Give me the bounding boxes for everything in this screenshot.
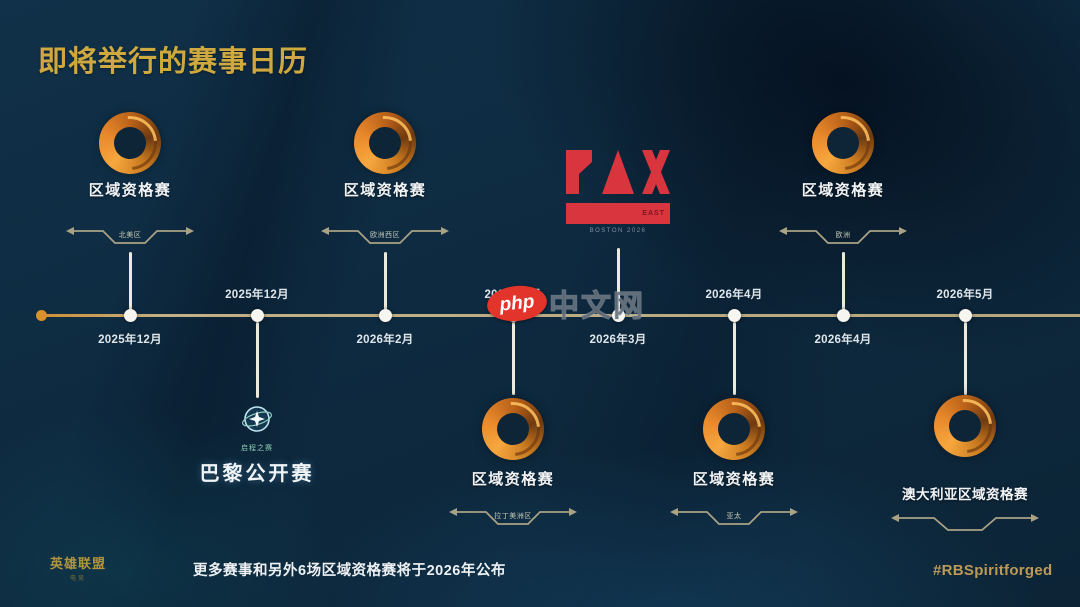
event-region-tag: 北美区 [118, 232, 142, 239]
bracket-icon [66, 227, 194, 244]
event-bracket: 欧洲西区 [320, 224, 450, 248]
event-date: 2026年2月 [356, 334, 414, 346]
bracket-icon [670, 508, 798, 525]
php-badge-icon: php [485, 282, 549, 324]
event-content: 区域资格赛北美区 [40, 112, 220, 248]
event-region-tag: 欧洲 [835, 232, 851, 239]
event-region-tag: 欧洲西区 [370, 232, 400, 239]
timeline-dot [836, 309, 850, 322]
globe-star-icon [242, 406, 272, 432]
hashtag-label: #RBSpiritforged [933, 562, 1053, 579]
event-date: 2026年4月 [705, 289, 763, 301]
pax-letters-icon [566, 150, 670, 194]
brand-logo: 英雄联盟 电竞 [50, 553, 106, 582]
event-connector [383, 252, 387, 310]
brand-logo-text: 英雄联盟 [50, 556, 107, 571]
event-content: EAST BOSTON 2026 [558, 150, 678, 234]
timeline-dot [378, 309, 392, 322]
event-title: 巴黎公开赛 [199, 463, 315, 485]
timeline-start-dot [36, 310, 47, 321]
timeline-dot [727, 309, 741, 322]
event-bracket [890, 511, 1040, 535]
event-bracket: 拉丁美洲区 [448, 505, 578, 529]
event-bracket: 亚太 [669, 505, 799, 529]
event-content: 区域资格赛亚太 [644, 398, 824, 529]
event-connector [511, 322, 515, 395]
timeline-dot [958, 309, 972, 322]
event-connector [128, 252, 132, 310]
event-title: 区域资格赛 [88, 182, 172, 199]
event-date: 2026年5月 [936, 289, 994, 301]
open-event-logo [167, 402, 347, 441]
event-region-tag: 拉丁美洲区 [494, 513, 532, 520]
event-content: 澳大利亚区域资格赛 [860, 395, 1070, 535]
event-connector [255, 322, 259, 398]
event-title: 区域资格赛 [692, 471, 776, 488]
swirl-logo-icon [482, 398, 544, 460]
event-connector [963, 322, 967, 395]
event-connector [732, 322, 736, 395]
swirl-logo-icon [934, 395, 996, 457]
event-date: 2025年12月 [98, 334, 162, 346]
swirl-logo-icon [99, 112, 161, 174]
event-date: 2026年4月 [814, 334, 872, 346]
event-content: 区域资格赛欧洲 [753, 112, 933, 248]
event-mini-tag: 启程之赛 [241, 445, 273, 452]
event-title: 区域资格赛 [471, 471, 555, 488]
bracket-icon [449, 508, 577, 525]
footer-note: 更多赛事和另外6场区域资格赛将于2026年公布 [193, 563, 506, 579]
swirl-logo-icon [354, 112, 416, 174]
timeline-dot [250, 309, 264, 322]
event-content: 区域资格赛欧洲西区 [295, 112, 475, 248]
swirl-logo-icon [703, 398, 765, 460]
event-region-tag: 亚太 [726, 513, 742, 520]
watermark-label: 中文网 [548, 289, 645, 323]
event-bracket: 北美区 [65, 224, 195, 248]
bracket-icon [891, 514, 1039, 531]
pax-banner: EAST [566, 203, 670, 224]
event-title: 区域资格赛 [343, 182, 427, 199]
pax-logo [558, 150, 678, 199]
event-bracket: 欧洲 [778, 224, 908, 248]
brand-logo-subtext: 电竞 [70, 576, 87, 582]
timeline-dot [123, 309, 137, 322]
event-title: 澳大利亚区域资格赛 [902, 487, 1028, 502]
page-title: 即将举行的赛事日历 [38, 46, 309, 78]
event-title: 区域资格赛 [801, 182, 885, 199]
event-connector [841, 252, 845, 310]
pax-subtext: BOSTON 2026 [589, 228, 647, 234]
background-streak [0, 0, 467, 607]
event-content: 启程之赛巴黎公开赛 [167, 402, 347, 486]
event-date: 2026年3月 [589, 334, 647, 346]
event-content: 区域资格赛拉丁美洲区 [423, 398, 603, 529]
watermark: php 中文网 [485, 281, 645, 325]
swirl-logo-icon [812, 112, 874, 174]
event-date: 2025年12月 [225, 289, 289, 301]
